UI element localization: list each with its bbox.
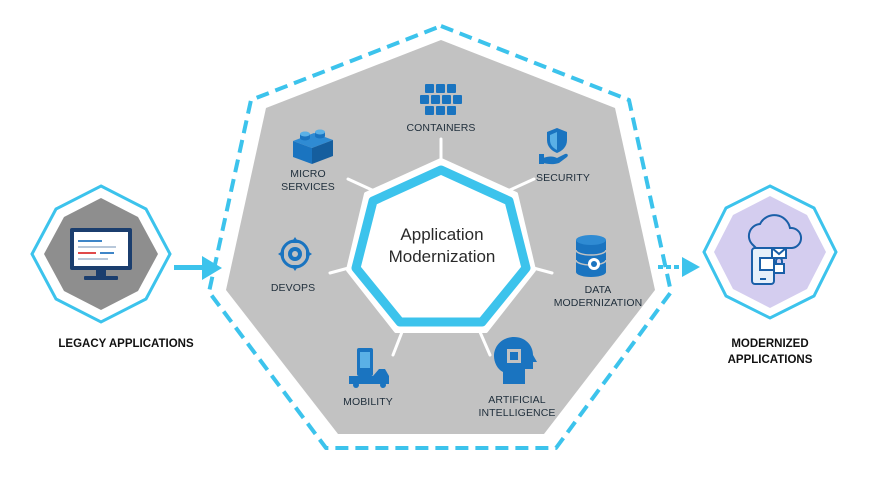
ai-label-line1: ARTIFICIAL <box>488 394 546 406</box>
micro-label-line2: SERVICES <box>281 181 335 193</box>
legacy-arrow <box>174 256 222 280</box>
center-title-line1: Application <box>400 225 484 244</box>
security-label: SECURITY <box>536 172 590 184</box>
modernized-arrow <box>658 257 700 277</box>
center-heptagon-ring <box>351 165 531 327</box>
legacy-hexagon-outline <box>30 184 172 324</box>
containers-label: CONTAINERS <box>406 122 476 134</box>
cloud-devices-icon <box>747 214 802 285</box>
ai-head-icon <box>494 337 537 384</box>
mobility-label: MOBILITY <box>343 396 393 408</box>
data-label-line1: DATA <box>584 284 612 296</box>
modernized-applications-label: MODERNIZED APPLICATIONS <box>704 336 836 368</box>
ai-label: ARTIFICIAL INTELLIGENCE <box>467 394 567 420</box>
outer-dashed-heptagon <box>207 24 673 450</box>
mobility-icon <box>349 348 389 388</box>
center-title-line2: Modernization <box>388 247 496 266</box>
data-label-line2: MODERNIZATION <box>553 297 643 309</box>
lego-block-icon <box>293 129 333 164</box>
micro-label-line1: MICRO <box>290 168 326 180</box>
center-title: Application Modernization <box>370 224 514 268</box>
modernized-label-line2: APPLICATIONS <box>727 354 813 366</box>
devops-label: DEVOPS <box>270 282 316 294</box>
database-icon <box>575 235 607 277</box>
legacy-applications-label: LEGACY APPLICATIONS <box>58 338 194 350</box>
devops-gear-icon <box>278 237 312 271</box>
ai-label-line2: INTELLIGENCE <box>478 407 556 419</box>
modernized-hexagon-outline <box>702 184 838 320</box>
micro-services-label: MICRO SERVICES <box>268 168 348 194</box>
containers-icon <box>420 84 462 115</box>
shield-hand-icon <box>539 128 568 165</box>
data-modernization-label: DATA MODERNIZATION <box>548 284 648 310</box>
modernized-label-line1: MODERNIZED <box>731 338 809 350</box>
legacy-monitor-icon <box>70 228 132 280</box>
